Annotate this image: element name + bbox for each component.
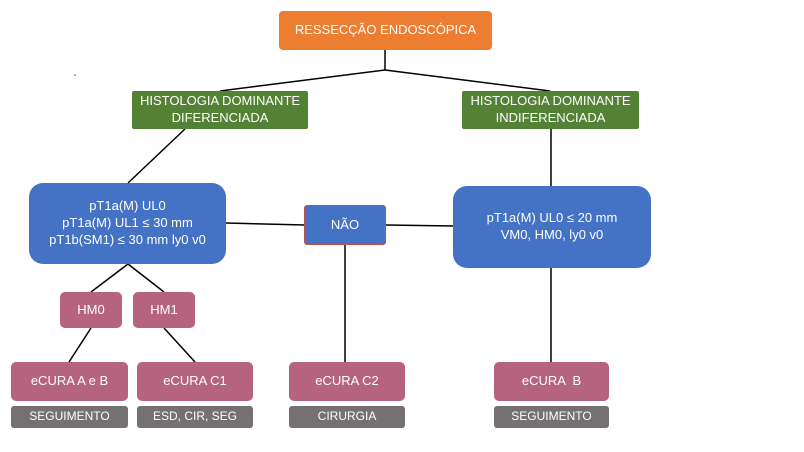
criteria-left-node: pT1a(M) UL0 pT1a(M) UL1 ≤ 30 mm pT1b(SM1… — [29, 183, 226, 264]
connector-root-right — [384, 69, 551, 92]
ecura-ab-node: eCURA A e B — [11, 362, 128, 401]
histology-undifferentiated-line-1: HISTOLOGIA DOMINANTE — [470, 93, 631, 109]
ecura-b-action: SEGUIMENTO — [494, 406, 609, 428]
histology-undifferentiated-line-2: INDIFERENCIADA — [495, 110, 606, 125]
ecura-c1-label: eCURA C1 — [163, 373, 227, 389]
connector-root-left — [219, 69, 386, 92]
histology-differentiated-line-2: DIFERENCIADA — [171, 110, 269, 125]
histology-differentiated-line-1: HISTOLOGIA DOMINANTE — [139, 93, 301, 109]
hm1-node: HM1 — [133, 292, 195, 328]
criteria-right-node: pT1a(M) UL0 ≤ 20 mm VM0, HM0, ly0 v0 — [453, 186, 651, 268]
connector-histology-left-criteria — [127, 128, 186, 184]
histology-differentiated-node: HISTOLOGIA DOMINANTE DIFERENCIADA — [132, 91, 308, 129]
criteria-right-line-1: pT1a(M) UL0 ≤ 20 mm — [486, 210, 618, 226]
connector-nao-criteria-right — [385, 224, 455, 227]
histology-undifferentiated-node: HISTOLOGIA DOMINANTE INDIFERENCIADA — [462, 91, 639, 129]
ecura-b-label: eCURA B — [521, 373, 582, 389]
ecura-ab-action-label: SEGUIMENTO — [29, 409, 110, 424]
root-node: RESSECÇÃO ENDOSCÓPICA — [279, 11, 492, 50]
criteria-right-line-2: VM0, HM0, ly0 v0 — [500, 227, 604, 242]
connector-criteria-left-nao — [225, 222, 306, 226]
ecura-b-node: eCURA B — [494, 362, 609, 401]
root-label: RESSECÇÃO ENDOSCÓPICA — [294, 22, 477, 38]
ecura-c1-node: eCURA C1 — [137, 362, 253, 401]
connector-hm1-ecura-c1 — [163, 327, 196, 363]
dot-mark — [74, 74, 76, 76]
ecura-c2-label: eCURA C2 — [315, 373, 379, 389]
hm0-label: HM0 — [77, 301, 105, 317]
hm0-node: HM0 — [60, 292, 122, 328]
ecura-b-action-label: SEGUIMENTO — [511, 409, 592, 424]
connector-criteria-hm1 — [127, 263, 165, 293]
nao-label: NÃO — [330, 216, 360, 232]
ecura-ab-label: eCURA A e B — [30, 373, 109, 389]
criteria-left-line-2: pT1a(M) UL1 ≤ 30 mm — [62, 215, 193, 231]
criteria-left-line-3: pT1b(SM1) ≤ 30 mm ly0 v0 — [49, 231, 206, 247]
connector-hm0-ecura-ab — [68, 327, 92, 363]
connector-criteria-hm0 — [90, 263, 129, 293]
ecura-c1-action-label: ESD, CIR, SEG — [152, 409, 238, 424]
ecura-c2-action: CIRURGIA — [289, 406, 405, 428]
hm1-label: HM1 — [150, 301, 178, 317]
ecura-ab-action: SEGUIMENTO — [11, 406, 128, 428]
ecura-c2-node: eCURA C2 — [289, 362, 405, 401]
criteria-left-line-1: pT1a(M) UL0 — [89, 198, 166, 214]
nao-node: NÃO — [304, 205, 386, 245]
ecura-c1-action: ESD, CIR, SEG — [137, 406, 253, 428]
ecura-c2-action-label: CIRURGIA — [317, 409, 377, 424]
